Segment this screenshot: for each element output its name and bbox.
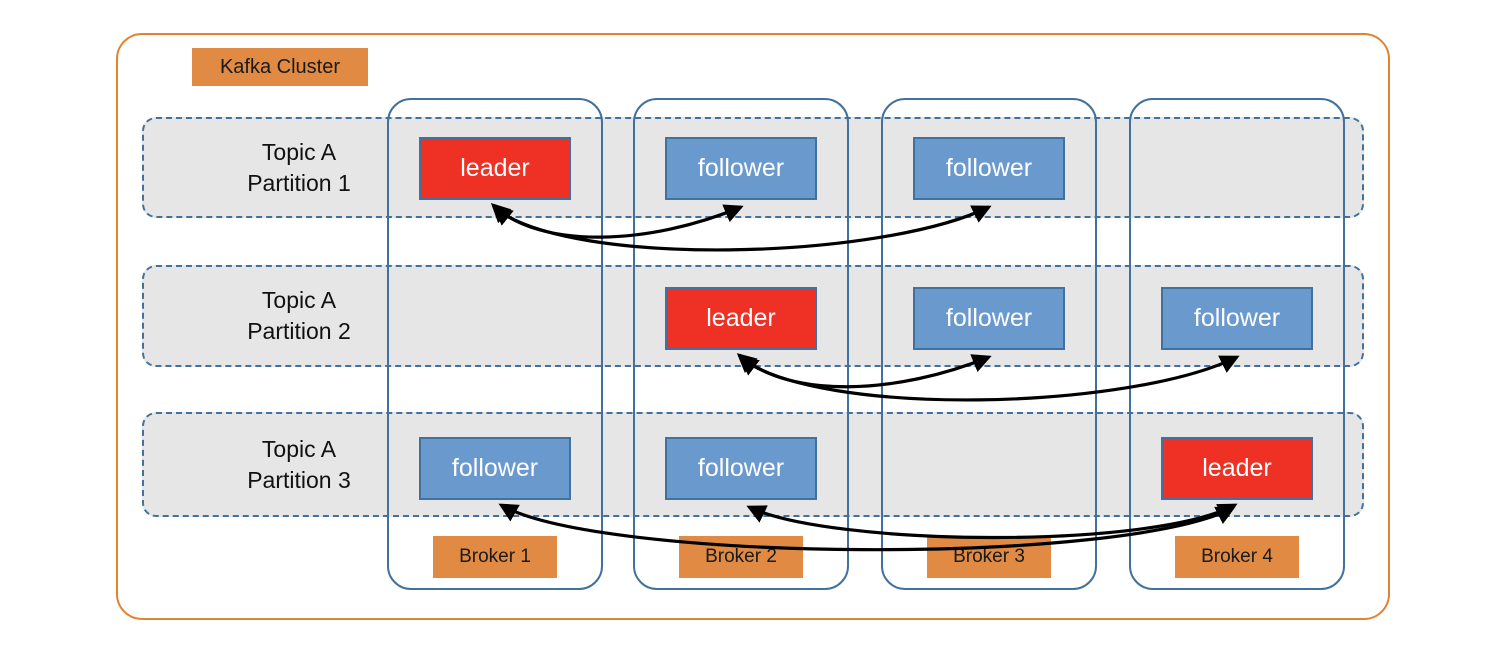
partition-index-3: Partition 3 <box>247 466 351 493</box>
replica-p3-broker4[interactable]: leader <box>1161 437 1313 500</box>
broker-label-3: Broker 3 <box>927 536 1051 578</box>
partition-index-2: Partition 2 <box>247 318 351 344</box>
broker-column-3[interactable] <box>881 98 1097 590</box>
broker-label-4: Broker 4 <box>1175 536 1299 578</box>
partition-topic-3: Topic A <box>261 435 337 462</box>
replica-p3-broker1[interactable]: follower <box>419 437 571 500</box>
replica-p1-broker1[interactable]: leader <box>419 137 571 200</box>
partition-label-2: Topic A Partition 2 <box>184 267 414 365</box>
broker-column-1[interactable] <box>387 98 603 590</box>
replica-p2-broker2[interactable]: leader <box>665 287 817 350</box>
broker-column-4[interactable] <box>1129 98 1345 590</box>
replica-p3-broker2[interactable]: follower <box>665 437 817 500</box>
replica-p2-broker3[interactable]: follower <box>913 287 1065 350</box>
partition-label-3: Topic A Partition 3 <box>184 414 414 515</box>
replica-p1-broker2[interactable]: follower <box>665 137 817 200</box>
cluster-title: Kafka Cluster <box>192 48 368 86</box>
partition-index-1: Partition 1 <box>247 169 351 196</box>
partition-topic-2: Topic A <box>261 287 337 314</box>
broker-label-1: Broker 1 <box>433 536 557 578</box>
broker-column-2[interactable] <box>633 98 849 590</box>
broker-label-2: Broker 2 <box>679 536 803 578</box>
partition-label-1: Topic A Partition 1 <box>184 119 414 216</box>
partition-topic-1: Topic A <box>261 138 337 165</box>
replica-p1-broker3[interactable]: follower <box>913 137 1065 200</box>
cluster-boundary <box>116 33 1390 620</box>
replica-p2-broker4[interactable]: follower <box>1161 287 1313 350</box>
